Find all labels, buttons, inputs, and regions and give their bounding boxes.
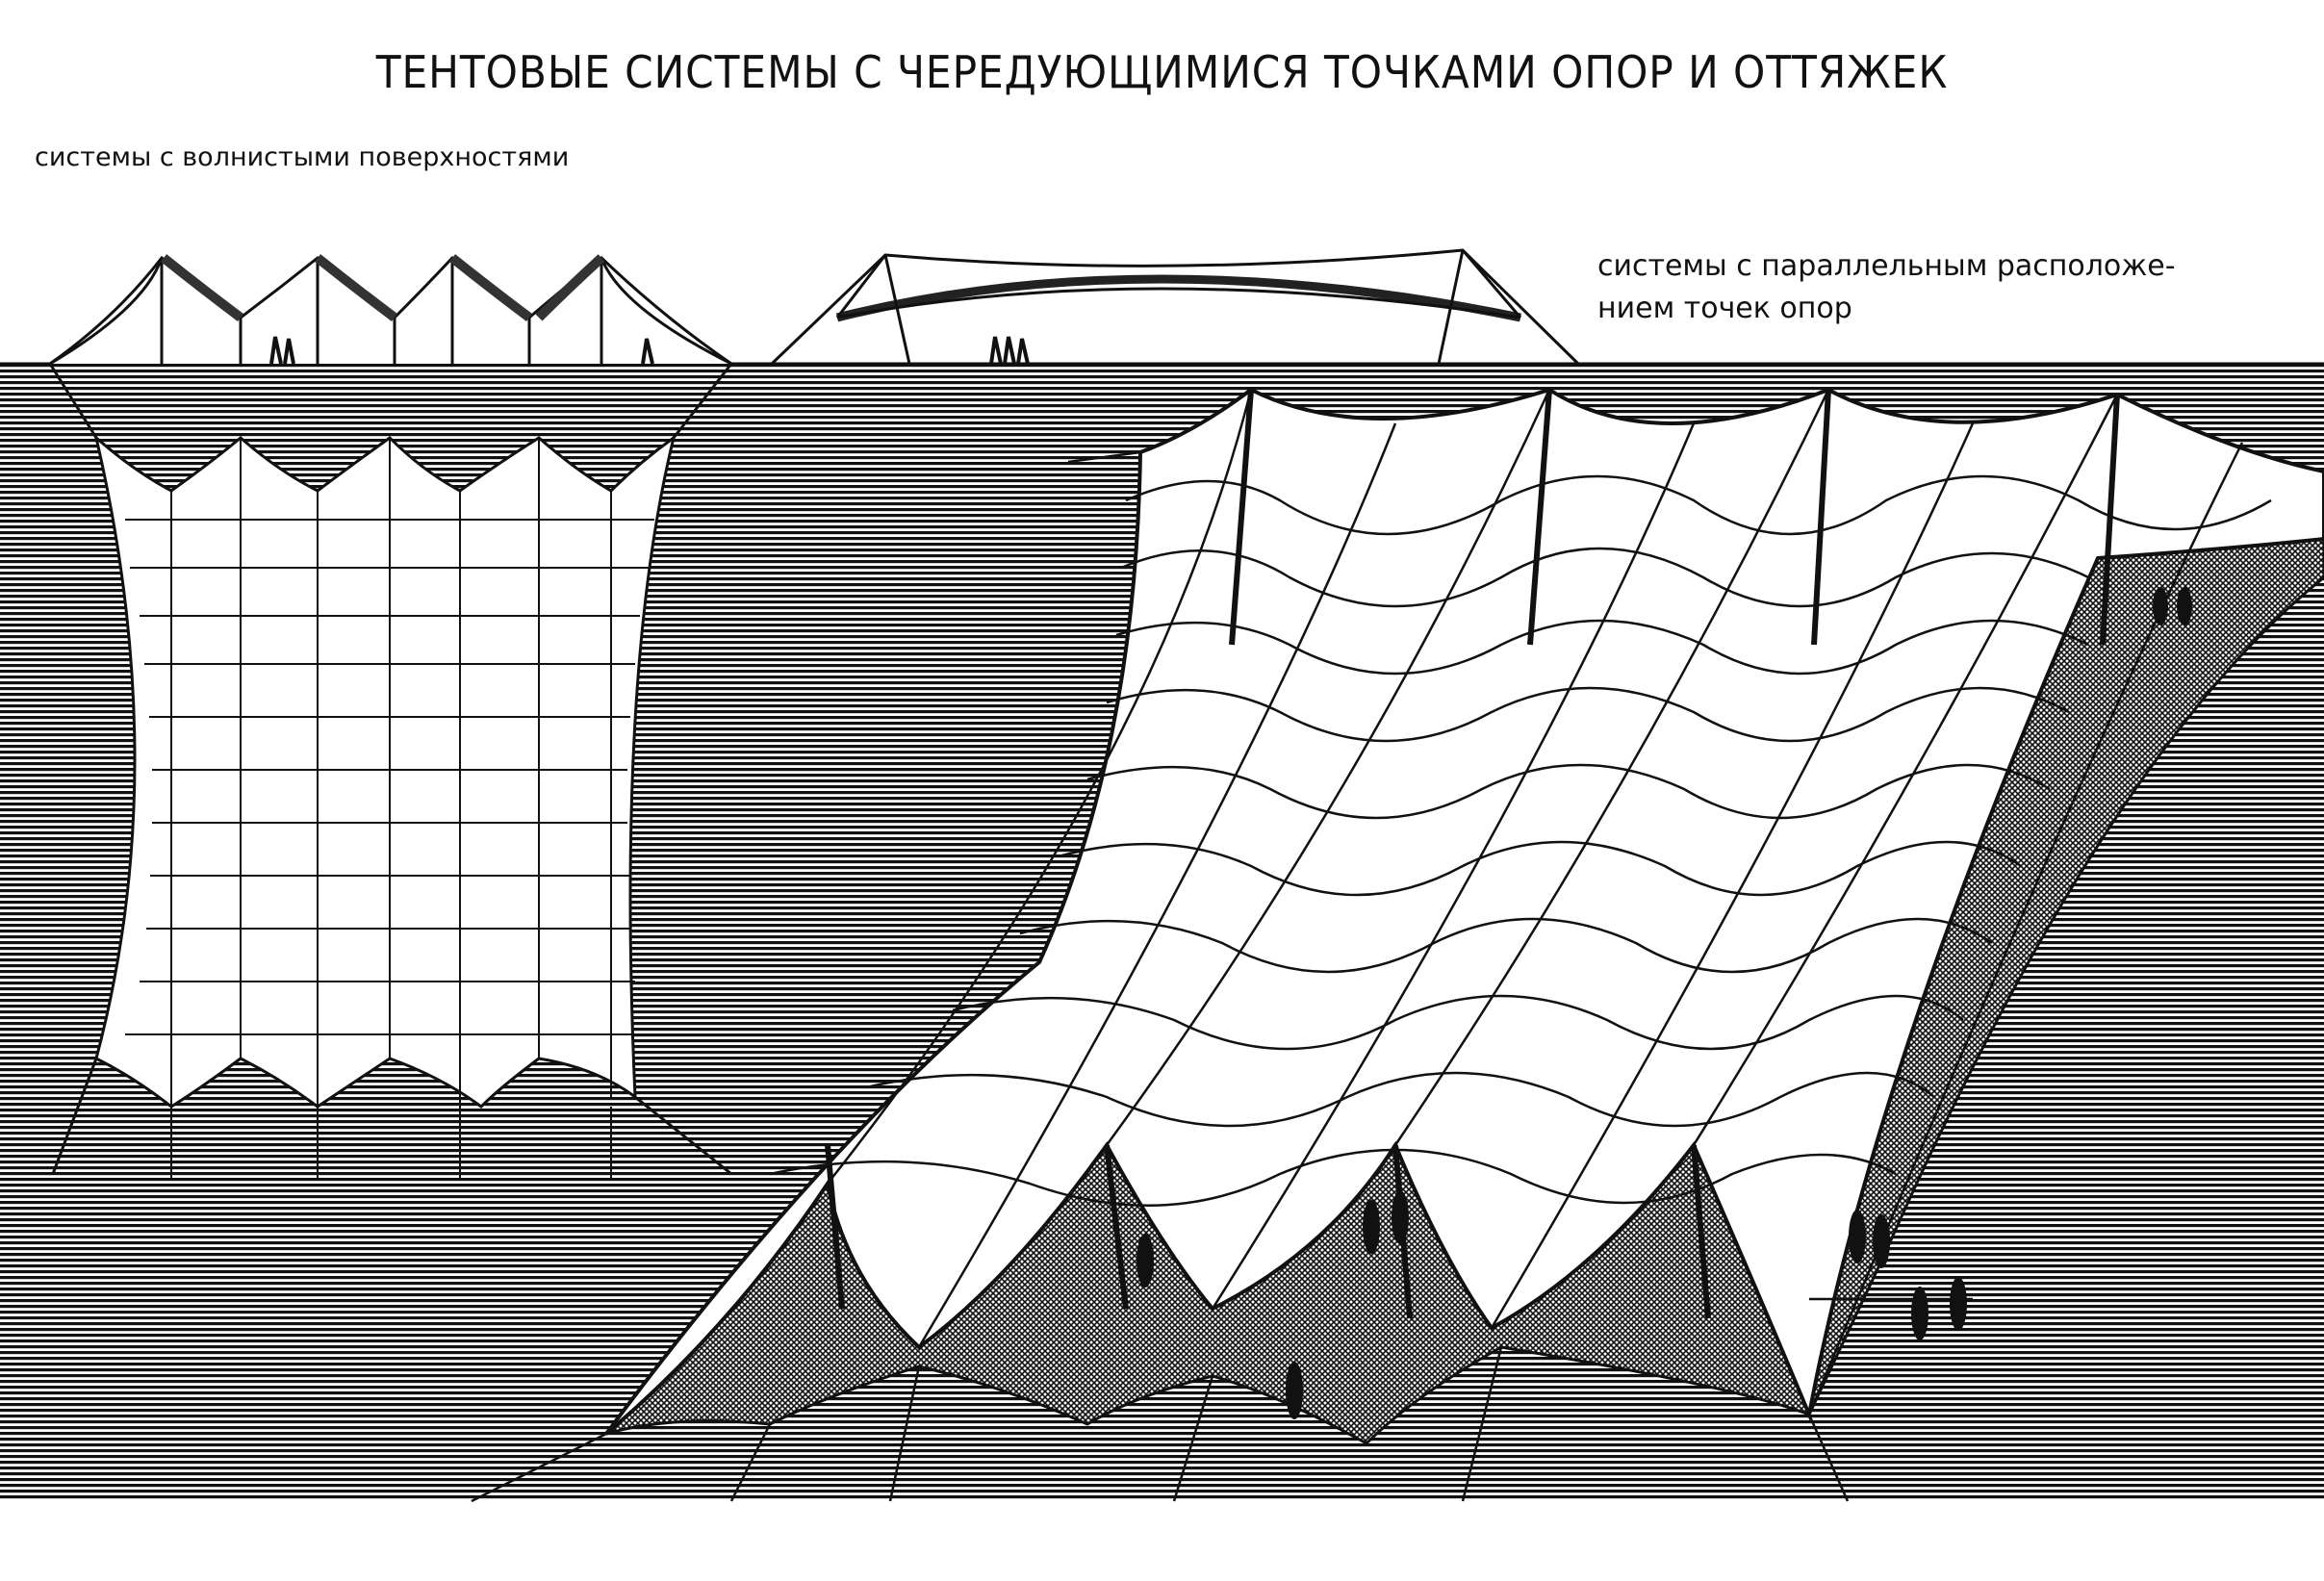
perspective-roof bbox=[471, 387, 2324, 1503]
label-parallel-line2: нием точек опор bbox=[1597, 292, 1852, 325]
roof-masts bbox=[825, 389, 2120, 1319]
page-title: ТЕНТОВЫЕ СИСТЕМЫ С ЧЕРЕДУЮЩИМИСЯ ТОЧКАМИ… bbox=[375, 46, 1949, 98]
roof-surface bbox=[604, 387, 2324, 1436]
elevation-wavy bbox=[49, 254, 732, 366]
human-figures bbox=[1136, 587, 2192, 1419]
roof-guy-lines bbox=[471, 450, 1973, 1503]
plan-wavy bbox=[48, 363, 733, 1179]
roof-wave-lines bbox=[769, 474, 2272, 1207]
elevation-parallel bbox=[770, 248, 1580, 366]
roof-ridge-lines bbox=[827, 389, 2244, 1415]
label-wavy-systems: системы с волнистыми поверхностями bbox=[35, 142, 570, 172]
plan-grid-lines bbox=[125, 438, 654, 1179]
label-parallel-systems: системы с параллельным расположе- нием т… bbox=[1597, 245, 2194, 330]
label-parallel-line1: системы с параллельным расположе- bbox=[1597, 249, 2176, 283]
